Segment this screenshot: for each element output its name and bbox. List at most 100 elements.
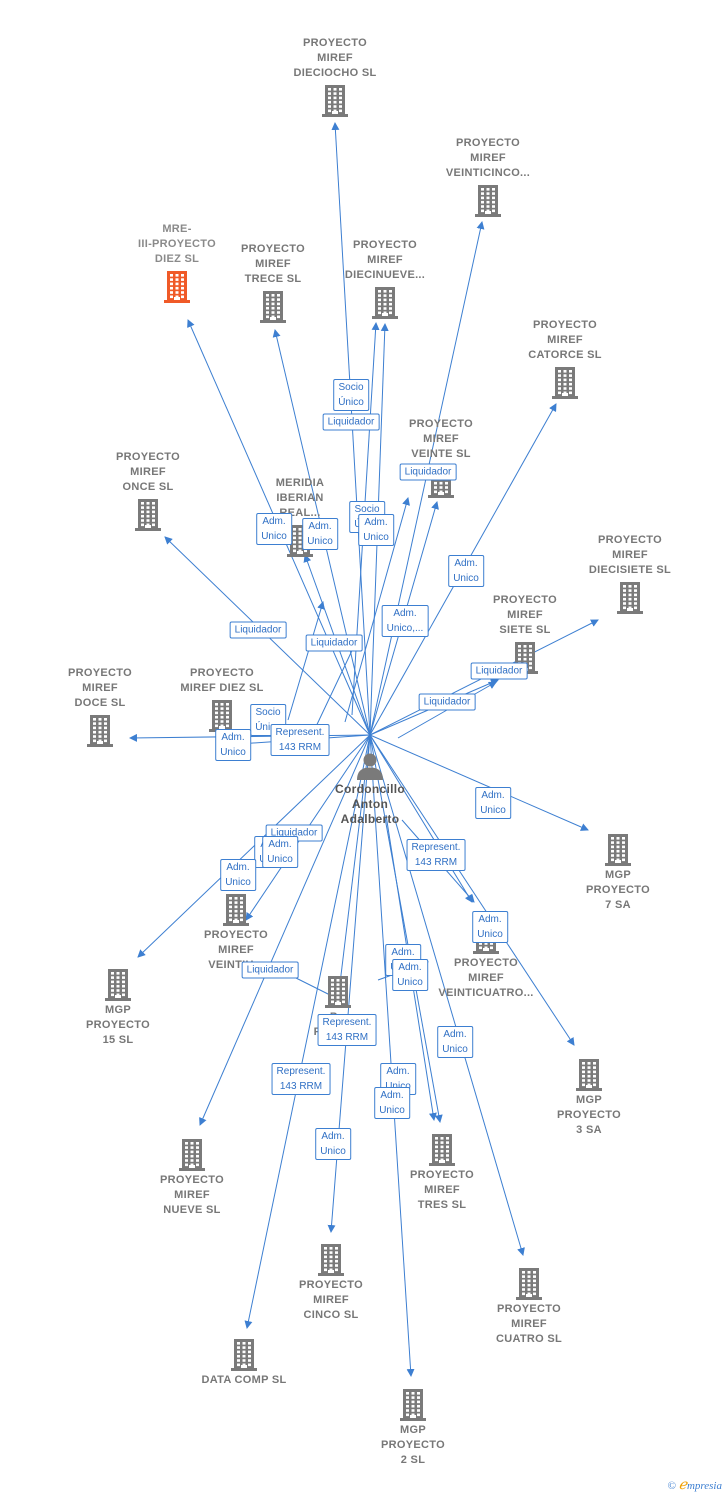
building-icon — [235, 523, 365, 557]
building-icon — [524, 1057, 654, 1091]
edge-label[interactable]: Adm. Unico — [262, 836, 298, 868]
edge-label[interactable]: Adm. Unico — [374, 1087, 410, 1119]
building-icon — [112, 269, 242, 303]
edge-label[interactable]: Liquidador — [229, 621, 287, 639]
company-node-catorce[interactable]: PROYECTO MIREF CATORCE SL — [500, 318, 630, 401]
edge-label[interactable]: Represent. 143 RRM — [271, 1063, 331, 1095]
edge-to-tres — [369, 734, 443, 1123]
edge-label[interactable]: Adm. Unico — [448, 555, 484, 587]
edge-to-mgp7 — [369, 734, 589, 831]
company-label: PROYECTO MIREF VEINTICINCO... — [445, 137, 531, 179]
brand-footer[interactable]: © ℯmpresia — [668, 1477, 722, 1494]
company-label: PROYECTO MIREF DIEZ SL — [180, 667, 264, 694]
edge-label[interactable]: Adm. Unico — [315, 1128, 351, 1160]
edge-to-mgp15 — [137, 734, 371, 958]
company-label: PROYECTO MIREF TRES SL — [410, 1169, 474, 1211]
company-node-cinco[interactable]: PROYECTO MIREF CINCO SL — [266, 1240, 396, 1323]
company-node-meridia[interactable]: MERIDIA IBERIAN REAL... — [235, 476, 365, 559]
building-icon — [266, 1242, 396, 1276]
company-node-cuatro[interactable]: PROYECTO MIREF CUATRO SL — [464, 1264, 594, 1347]
company-label: PROYECTO MIREF SIETE SL — [493, 594, 557, 636]
edge-label[interactable]: Adm. Unico — [215, 729, 251, 761]
company-node-diecinueve[interactable]: PROYECTO MIREF DIECINUEVE... — [320, 238, 450, 321]
building-icon — [273, 974, 403, 1008]
company-node-diecisiete[interactable]: PROYECTO MIREF DIECISIETE SL — [565, 533, 695, 616]
edge-label[interactable]: Adm. Unico — [392, 959, 428, 991]
company-label: MERIDIA IBERIAN REAL... — [275, 477, 325, 519]
edge-label[interactable]: Represent. 143 RRM — [317, 1014, 377, 1046]
company-label: PROYECTO MIREF CUATRO SL — [495, 1303, 563, 1345]
company-label: MGP PROYECTO 2 SL — [381, 1424, 445, 1466]
company-node-mgp3[interactable]: MGP PROYECTO 3 SA — [524, 1055, 654, 1138]
copyright-icon: © — [667, 1480, 676, 1492]
building-icon — [35, 713, 165, 747]
edge-label[interactable]: Adm. Unico — [437, 1026, 473, 1058]
edge-extra-3 — [287, 601, 325, 721]
building-icon — [565, 580, 695, 614]
company-label: PROYECTO MIREF CINCO SL — [299, 1279, 363, 1321]
company-label: PROYECTO MIREF VEINTICUATRO... — [438, 957, 534, 999]
building-icon — [377, 1132, 507, 1166]
company-node-veinte[interactable]: PROYECTO MIREF VEINTE SL — [376, 417, 506, 500]
edge-extra-2 — [311, 639, 358, 736]
edge-label[interactable]: Adm. Unico — [256, 513, 292, 545]
brand-name: mpresia — [686, 1480, 722, 1492]
edge-label[interactable]: Adm. Unico — [220, 859, 256, 891]
edge-label[interactable]: Liquidador — [399, 463, 457, 481]
building-icon — [500, 365, 630, 399]
person-icon — [305, 750, 435, 780]
company-label: PROYECTO MIREF DOCE SL — [68, 667, 132, 709]
company-label: PROYECTO MIREF DIECINUEVE... — [344, 239, 426, 281]
edge-label[interactable]: Adm. Unico,... — [381, 605, 429, 637]
building-icon — [320, 285, 450, 319]
edge-label[interactable]: Adm. Unico — [472, 911, 508, 943]
building-icon — [127, 1137, 257, 1171]
company-label: MGP PROYECTO 7 SA — [586, 869, 650, 911]
edge-label[interactable]: Liquidador — [241, 961, 299, 979]
edge-to-mgp3 — [369, 734, 575, 1046]
company-node-once[interactable]: PROYECTO MIREF ONCE SL — [83, 450, 213, 533]
company-node-tres[interactable]: PROYECTO MIREF TRES SL — [377, 1130, 507, 1213]
building-icon — [179, 1337, 309, 1371]
company-label: MGP PROYECTO 15 SL — [86, 1004, 150, 1046]
company-node-datacomp[interactable]: DATA COMP SL — [179, 1335, 309, 1388]
building-icon — [423, 183, 553, 217]
company-label: MRE- III-PROYECTO DIEZ SL — [138, 223, 216, 265]
edge-to-veinticuatro — [369, 734, 473, 903]
edge-label[interactable]: Adm. Unico — [475, 787, 511, 819]
building-icon — [53, 967, 183, 1001]
company-node-doce[interactable]: PROYECTO MIREF DOCE SL — [35, 666, 165, 749]
company-label: PROYECTO MIREF DIECISIETE SL — [588, 534, 672, 576]
company-node-mgp2[interactable]: MGP PROYECTO 2 SL — [348, 1385, 478, 1468]
edge-label[interactable]: Adm. Unico — [302, 518, 338, 550]
company-node-nueve[interactable]: PROYECTO MIREF NUEVE SL — [127, 1135, 257, 1218]
edge-label[interactable]: Liquidador — [322, 413, 380, 431]
building-icon — [270, 83, 400, 117]
edge-label[interactable]: Socio Único — [333, 379, 369, 411]
edge-label[interactable]: Liquidador — [470, 662, 528, 680]
company-label: PROYECTO MIREF TRECE SL — [241, 243, 305, 285]
company-node-trece[interactable]: PROYECTO MIREF TRECE SL — [208, 242, 338, 325]
edge-label[interactable]: Adm. Unico — [358, 514, 394, 546]
company-node-veintiuno[interactable]: PROYECTO MIREF VEINTIU... — [171, 890, 301, 973]
company-node-mre3[interactable]: MRE- III-PROYECTO DIEZ SL — [112, 222, 242, 305]
edge-extra-4 — [344, 497, 410, 723]
company-label: PROYECTO MIREF ONCE SL — [116, 451, 180, 493]
edge-label[interactable]: Liquidador — [305, 634, 363, 652]
person-label: Cordoncillo Anton Adalberto — [335, 782, 405, 826]
company-node-veinticinco[interactable]: PROYECTO MIREF VEINTICINCO... — [423, 136, 553, 219]
edge-to-mgp2 — [369, 734, 415, 1377]
edge-label[interactable]: Represent. 143 RRM — [270, 724, 330, 756]
company-node-diez[interactable]: PROYECTO MIREF DIEZ SL — [157, 666, 287, 734]
company-label: PROYECTO MIREF VEINTE SL — [409, 418, 473, 460]
edge-label[interactable]: Represent. 143 RRM — [406, 839, 466, 871]
company-node-mgp7[interactable]: MGP PROYECTO 7 SA — [553, 830, 683, 913]
company-node-mgp15[interactable]: MGP PROYECTO 15 SL — [53, 965, 183, 1048]
building-icon — [553, 832, 683, 866]
building-icon — [464, 1266, 594, 1300]
edge-label[interactable]: Liquidador — [418, 693, 476, 711]
company-node-dieciocho[interactable]: PROYECTO MIREF DIECIOCHO SL — [270, 36, 400, 119]
company-label: PROYECTO MIREF CATORCE SL — [528, 319, 602, 361]
edge-to-cuatro — [369, 734, 525, 1256]
person-node-center[interactable]: Cordoncillo Anton Adalberto — [305, 748, 435, 827]
